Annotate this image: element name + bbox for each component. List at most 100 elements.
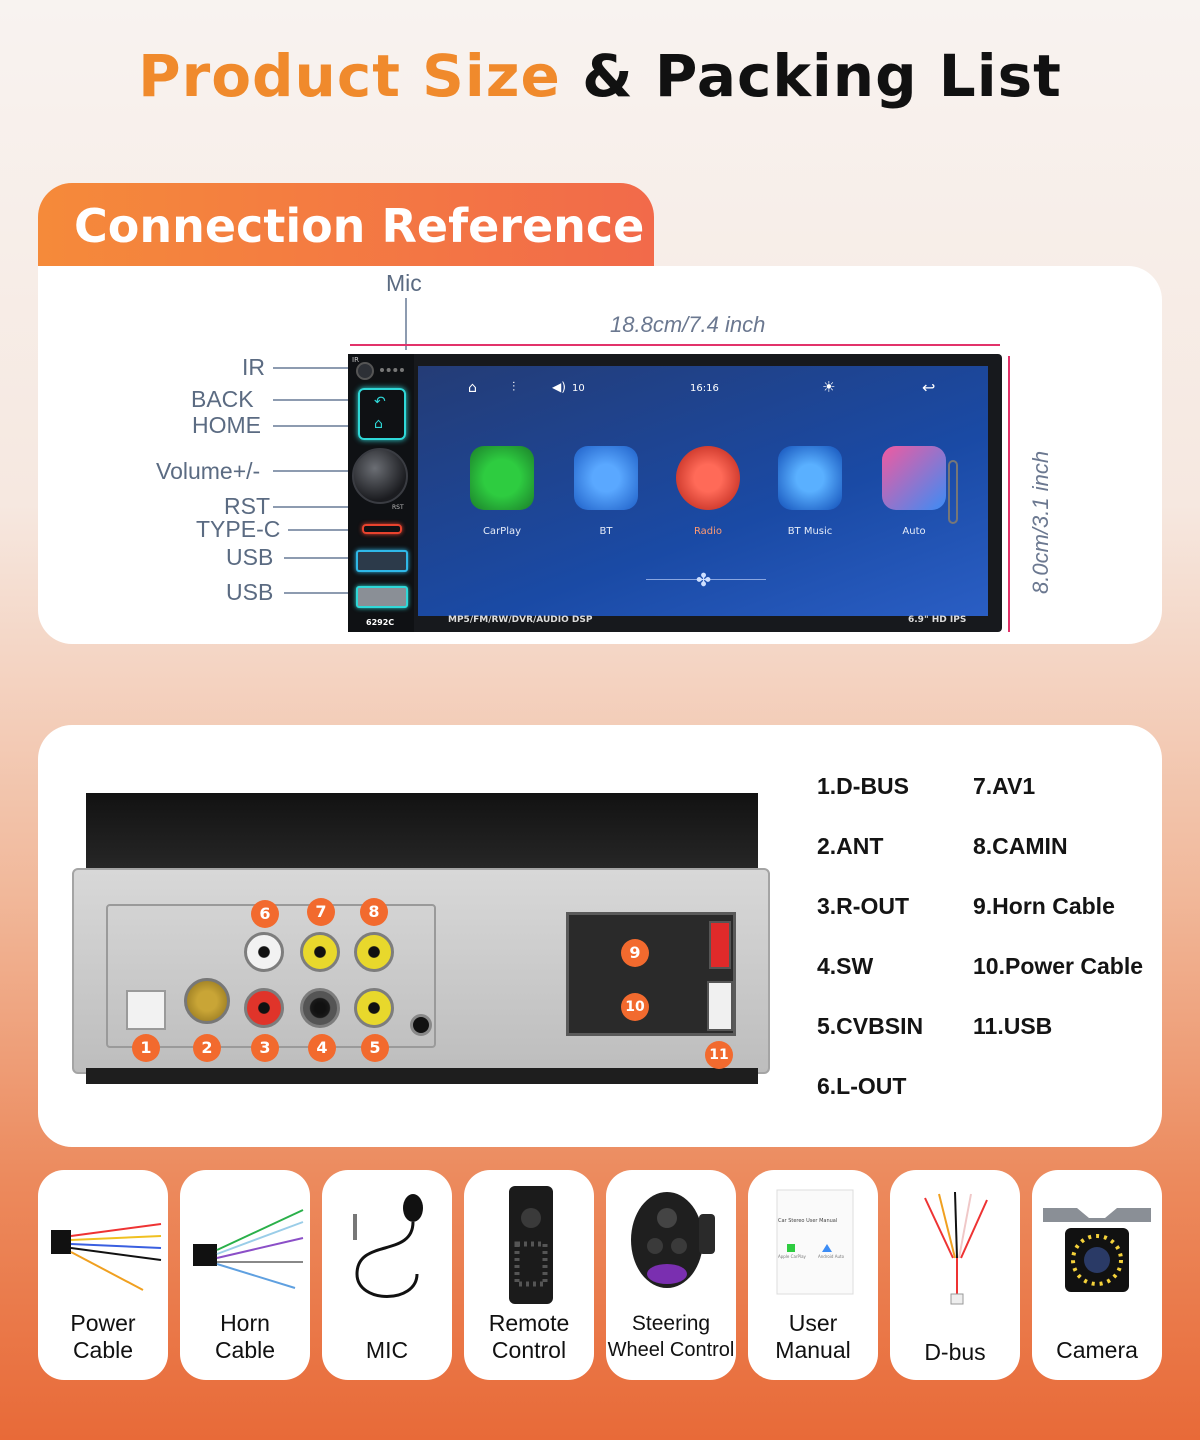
title-highlight: Product Size [138, 42, 561, 110]
dbus-port[interactable] [126, 990, 166, 1030]
label-typec: TYPE-C [196, 516, 281, 542]
face-ir-text: IR [352, 356, 359, 364]
packing-item-power-cable: Power Cable [38, 1170, 168, 1380]
brightness-icon[interactable]: ☀ [822, 378, 836, 396]
home-status-icon[interactable]: ⌂ [468, 380, 477, 396]
steering-wheel-control-icon [631, 1192, 715, 1288]
badge-1: 1 [132, 1034, 160, 1062]
pin-label-10: 10.Power Cable [973, 953, 1144, 979]
rca-jack-red[interactable] [244, 988, 284, 1028]
label-usb-2: USB [226, 579, 274, 605]
back-leader [273, 399, 351, 401]
bt-music-app-icon[interactable] [778, 446, 842, 510]
rst-leader [273, 506, 389, 508]
display-screen: ⌂ ⫶ ◀) 10 16:16 ☀ ↩ CarPlay BT Radio BT … [418, 366, 988, 616]
camera-icon [1043, 1208, 1151, 1292]
usb2-leader [284, 592, 356, 594]
back-icon: ↶ [374, 394, 386, 410]
badge-5: 5 [361, 1034, 389, 1062]
mic-holes [380, 368, 404, 372]
usb-port-rear[interactable] [707, 981, 733, 1031]
label-ir: IR [242, 354, 265, 380]
rca-jack-black[interactable] [300, 988, 340, 1028]
mic-jack[interactable] [410, 1014, 432, 1036]
rca-jack-yellow-bottom[interactable] [354, 988, 394, 1028]
badge-2: 2 [193, 1034, 221, 1062]
height-dimension-line [1008, 356, 1010, 632]
antenna-port[interactable] [184, 978, 230, 1024]
packing-label-line1: User [788, 1310, 838, 1336]
back-home-button[interactable]: ↶ ⌂ [358, 388, 406, 440]
ir-leader [273, 367, 351, 369]
connection-reference-title: Connection Reference [74, 199, 645, 253]
unit-bottom-casing [86, 1068, 758, 1084]
title-rest: & Packing List [582, 42, 1062, 110]
usb-port-1[interactable] [356, 550, 408, 572]
auto-app-icon[interactable] [882, 446, 946, 510]
fuse-holder [709, 921, 731, 969]
ir-sensor [356, 362, 374, 380]
back-arrow-icon[interactable]: ↩ [922, 378, 936, 397]
rst-text: RST [392, 504, 404, 511]
manual-logo-android-auto: Android Auto [818, 1254, 845, 1259]
height-dimension: 8.0cm/3.1 inch [1028, 450, 1053, 594]
label-home: HOME [192, 412, 261, 438]
manual-cover-title: Car Stereo User Manual [778, 1218, 838, 1224]
rca-jack-yellow-top-2[interactable] [354, 932, 394, 972]
badge-6: 6 [251, 900, 279, 928]
unit-footer-features: MP5/FM/RW/DVR/AUDIO DSP [448, 615, 593, 625]
equalizer-icon[interactable]: ⫶ [512, 380, 516, 395]
horn-cable-icon [193, 1209, 304, 1289]
radio-app-icon[interactable] [676, 446, 740, 510]
packing-item-d-bus: D-bus [890, 1170, 1020, 1380]
bt-music-app-label: BT Music [787, 526, 833, 537]
clock: 16:16 [690, 383, 719, 394]
packing-label-line1: Power [70, 1310, 136, 1336]
badge-4: 4 [308, 1034, 336, 1062]
usb1-leader [284, 557, 356, 559]
radio-unit: IR ↶ ⌂ RST 6292C ⌂ ⫶ ◀) 10 16:16 ☀ ↩ Car… [348, 354, 1002, 632]
badge-11: 11 [705, 1041, 733, 1069]
packing-label-line2: D-bus [924, 1339, 986, 1365]
speaker-icon[interactable]: ◀) [552, 380, 566, 394]
d-bus-cable-icon [924, 1191, 988, 1305]
packing-label-line2: Cable [72, 1337, 134, 1363]
packing-item-steering-wheel-control: Steering Wheel Control [606, 1170, 736, 1380]
page-title: Product Size & Packing List [0, 42, 1200, 110]
label-rst: RST [224, 493, 270, 519]
volume-knob[interactable] [352, 448, 408, 504]
width-dimension: 18.8cm/7.4 inch [610, 312, 766, 337]
packing-item-camera: Camera [1032, 1170, 1162, 1380]
carplay-app-label: CarPlay [482, 526, 522, 537]
label-back: BACK [191, 386, 254, 412]
bt-app-icon[interactable] [574, 446, 638, 510]
rca-jack-white-top[interactable] [244, 932, 284, 972]
pin-label-11: 11.USB [973, 1013, 1053, 1039]
packing-item-user-manual: Car Stereo User Manual Apple CarPlay And… [748, 1170, 878, 1380]
manual-logo-carplay: Apple CarPlay [778, 1254, 806, 1259]
packing-label-line2: Camera [1056, 1337, 1138, 1363]
rca-jack-yellow-top-1[interactable] [300, 932, 340, 972]
pin-label-1: 1.D-BUS [817, 773, 910, 799]
iso-connector[interactable] [566, 912, 736, 1036]
pin-label-2: 2.ANT [817, 833, 884, 859]
typec-leader [288, 529, 358, 531]
packing-label-line2: MIC [365, 1337, 409, 1363]
packing-label-line1: Steering [631, 1312, 711, 1335]
home-icon: ⌂ [374, 416, 383, 432]
user-manual-icon [776, 1189, 854, 1295]
volume-level: 10 [572, 383, 585, 394]
typec-port[interactable] [362, 524, 402, 534]
packing-label-line1: Remote [488, 1310, 570, 1336]
usb-port-2[interactable] [356, 586, 408, 608]
label-mic: Mic [386, 270, 422, 296]
mic-leader [405, 298, 407, 350]
power-cable-icon [51, 1223, 162, 1291]
radio-app-label: Radio [693, 526, 723, 537]
label-volume: Volume+/- [156, 458, 261, 484]
carplay-app-icon[interactable] [470, 446, 534, 510]
pin-label-5: 5.CVBSIN [817, 1013, 924, 1039]
home-leader [273, 425, 351, 427]
bt-app-label: BT [599, 526, 613, 537]
apps-grid-icon[interactable]: ✤ [696, 570, 712, 591]
